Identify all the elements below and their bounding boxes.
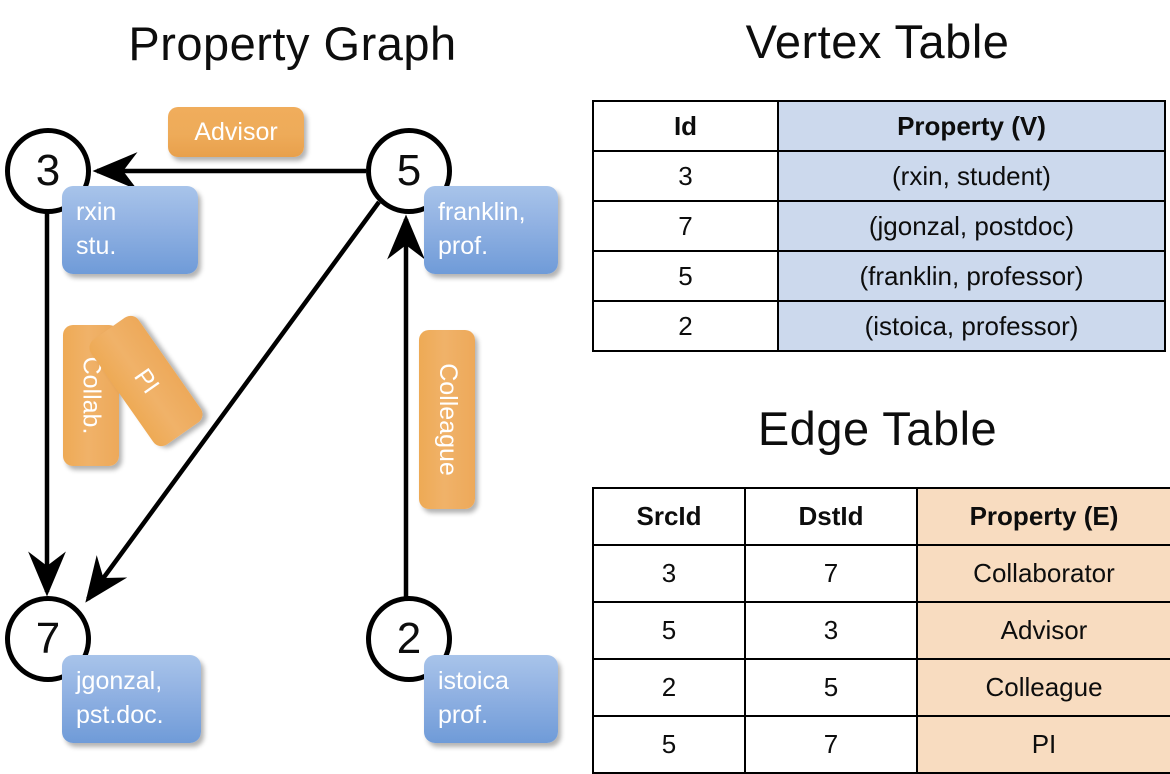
graph-node-7-label: 7: [35, 614, 61, 663]
edge-table: SrcId DstId Property (E) 3 7 Collaborato…: [592, 487, 1170, 774]
edge-label-pi-text: PI: [128, 363, 165, 399]
graph-node-5-label: 5: [396, 146, 422, 195]
vertex-row-2-id: 5: [592, 250, 779, 302]
edge-row-0-src: 3: [592, 544, 746, 603]
graph-edges-svg: [28, 152, 425, 603]
edge-label-colleague-text: Colleague: [433, 363, 462, 476]
edge-table-header-property: Property (E): [916, 487, 1170, 546]
edge-row-2-src: 2: [592, 658, 746, 717]
page-title-property-graph: Property Graph: [128, 17, 457, 70]
vertex-table-header-property: Property (V): [777, 100, 1166, 152]
vertex-row-0-property: (rxin, student): [777, 150, 1166, 202]
vertex-row-0-id: 3: [592, 150, 779, 202]
table-row: 3 (rxin, student): [592, 150, 1166, 202]
edge-row-3-src: 5: [592, 715, 746, 774]
table-row: 2 5 Colleague: [592, 658, 1170, 717]
edge-row-0-property: Collaborator: [916, 544, 1170, 603]
edge-label-advisor-text: Advisor: [194, 117, 278, 146]
vertex-row-3-property: (istoica, professor): [777, 300, 1166, 352]
vertex-property-callout-5: franklin, prof.: [424, 186, 558, 274]
vertex-property-callout-7: jgonzal, pst.doc.: [62, 655, 201, 743]
vertex-property-callout-3: rxin stu.: [62, 186, 198, 274]
page-title-edge-table: Edge Table: [757, 402, 998, 455]
vertex-table: Id Property (V) 3 (rxin, student) 7 (jgo…: [592, 100, 1166, 352]
edge-row-3-property: PI: [916, 715, 1170, 774]
edge-5-to-7-pi: [85, 200, 381, 603]
page-title-vertex-table: Vertex Table: [745, 15, 1010, 68]
edge-table-header-row: SrcId DstId Property (E): [592, 487, 1170, 546]
table-row: 5 7 PI: [592, 715, 1170, 774]
vertex-row-2-property: (franklin, professor): [777, 250, 1166, 302]
edge-table-header-srcid: SrcId: [592, 487, 746, 546]
table-row: 5 3 Advisor: [592, 601, 1170, 660]
graph-node-3-label: 3: [35, 146, 61, 195]
edge-label-advisor: Advisor: [168, 107, 304, 157]
table-row: 2 (istoica, professor): [592, 300, 1166, 352]
graph-node-2-label: 2: [396, 614, 422, 663]
table-row: 5 (franklin, professor): [592, 250, 1166, 302]
edge-table-header-dstid: DstId: [744, 487, 918, 546]
edge-row-1-dst: 3: [744, 601, 918, 660]
edge-row-1-property: Advisor: [916, 601, 1170, 660]
vertex-property-callout-2: istoica prof.: [424, 655, 558, 743]
vertex-row-1-property: (jgonzal, postdoc): [777, 200, 1166, 252]
table-row: 3 7 Collaborator: [592, 544, 1170, 603]
edge-row-2-dst: 5: [744, 658, 918, 717]
edge-label-colleague: Colleague: [419, 330, 475, 509]
table-row: 7 (jgonzal, postdoc): [592, 200, 1166, 252]
property-graph-panel: Property Graph Advisor Collab. PI: [0, 0, 585, 760]
edge-row-1-src: 5: [592, 601, 746, 660]
vertex-table-header-id: Id: [592, 100, 779, 152]
vertex-row-1-id: 7: [592, 200, 779, 252]
edge-row-0-dst: 7: [744, 544, 918, 603]
edge-label-collab-text: Collab.: [77, 356, 106, 435]
vertex-table-header-row: Id Property (V): [592, 100, 1166, 152]
edge-row-3-dst: 7: [744, 715, 918, 774]
vertex-row-3-id: 2: [592, 300, 779, 352]
edge-row-2-property: Colleague: [916, 658, 1170, 717]
